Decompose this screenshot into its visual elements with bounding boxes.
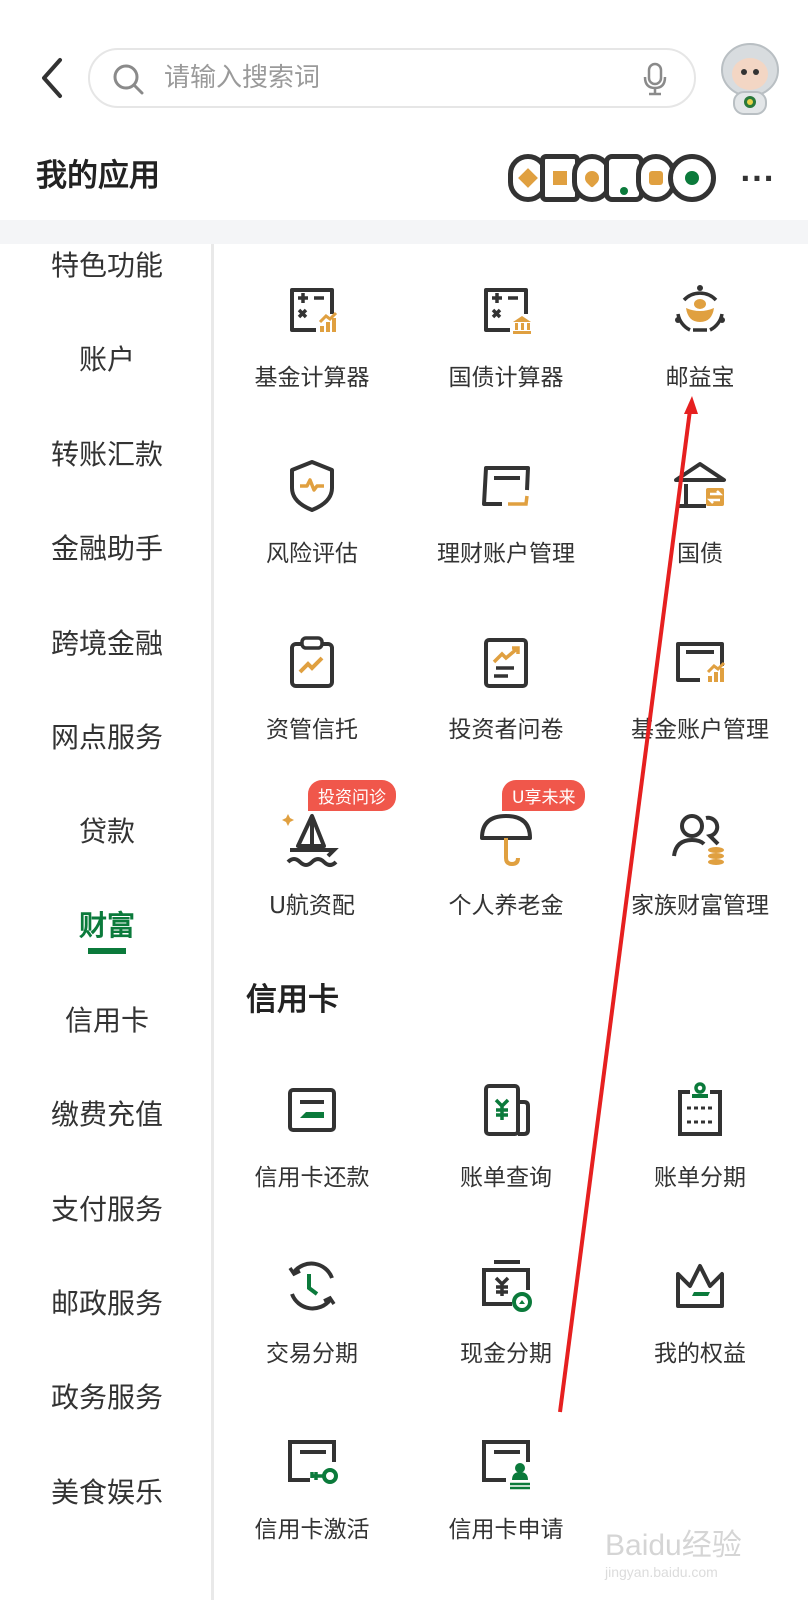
sidebar-item-postal-service[interactable]: 邮政服务 [50,1287,163,1320]
search-icon [113,64,144,95]
bill-query-icon [476,1080,536,1140]
app-personal-pension[interactable]: U享未来 个人养老金 [408,780,604,920]
my-apps-shortcuts[interactable] [508,152,716,204]
bank-exchange-icon [670,456,730,516]
category-sidebar: 特色功能 账户 转账汇款 金融助手 跨境金融 网点服务 贷款 财富 信用卡 缴费… [0,244,214,1600]
crown-icon [670,1256,730,1316]
app-bill-installment[interactable]: 账单分期 [602,1080,798,1192]
top-bar [0,0,808,140]
my-apps-title: 我的应用 [36,158,160,194]
app-treasury-bond[interactable]: 国债 [602,456,798,568]
chevron-left-icon [42,58,62,98]
bill-installment-icon [670,1080,730,1140]
app-u-hang-allocation[interactable]: 投资问诊 U航资配 [214,780,410,920]
clipboard-chart-icon [282,632,342,692]
sailboat-icon: 投资问诊 [282,780,396,868]
app-card-application[interactable]: 信用卡申请 [408,1432,604,1544]
app-bill-query[interactable]: 账单查询 [408,1080,604,1192]
my-apps-bar: 我的应用 ··· [0,140,808,220]
section-divider [0,220,808,244]
back-button[interactable] [36,56,68,100]
sidebar-item-transfer[interactable]: 转账汇款 [50,438,163,471]
robot-avatar-icon [721,43,779,115]
sidebar-item-wealth[interactable]: 财富 [0,904,214,954]
app-youyibao[interactable]: 邮益宝 [602,280,798,392]
sidebar-item-branch-service[interactable]: 网点服务 [50,721,163,754]
bond-calculator-icon [476,280,536,340]
microphone-icon[interactable] [642,62,668,96]
sidebar-item-food-entertainment[interactable]: 美食娱乐 [50,1476,163,1509]
card-activate-icon [282,1432,342,1492]
card-repay-icon [282,1080,342,1140]
section-title-credit-card: 信用卡 [246,982,339,1018]
app-my-benefits[interactable]: 我的权益 [602,1256,798,1368]
sidebar-item-finance-assistant[interactable]: 金融助手 [50,532,163,565]
baidu-watermark: Baidu经验 jingyan.baidu.com [605,1529,742,1580]
sidebar-item-features[interactable]: 特色功能 [50,249,163,282]
umbrella-icon: U享未来 [476,780,586,868]
gold-ingot-icon [670,280,730,340]
fund-calculator-icon [282,280,342,340]
transaction-installment-icon [282,1256,342,1316]
badge-u-future: U享未来 [502,780,586,811]
app-grid: 基金计算器 国债计算器 邮益宝 风险评估 理财账户管理 国债 资管信托 投资者问… [214,244,808,1600]
app-wealth-account-management[interactable]: 理财账户管理 [408,456,604,568]
app-cash-installment[interactable]: 现金分期 [408,1256,604,1368]
app-transaction-installment[interactable]: 交易分期 [214,1256,410,1368]
app-asset-trust[interactable]: 资管信托 [214,632,410,744]
sidebar-item-loans[interactable]: 贷款 [78,815,135,848]
sidebar-item-bill-payment[interactable]: 缴费充值 [50,1098,163,1131]
family-wealth-icon [670,808,730,868]
app-risk-assessment[interactable]: 风险评估 [214,456,410,568]
sidebar-item-government-service[interactable]: 政务服务 [50,1381,163,1414]
card-icon[interactable] [604,154,644,202]
active-indicator [88,948,126,954]
sidebar-item-payment-service[interactable]: 支付服务 [50,1193,163,1226]
sidebar-item-account[interactable]: 账户 [78,343,135,376]
app-fund-calculator[interactable]: 基金计算器 [214,280,410,392]
app-investor-questionnaire[interactable]: 投资者问卷 [408,632,604,744]
app-card-repayment[interactable]: 信用卡还款 [214,1080,410,1192]
app-family-wealth[interactable]: 家族财富管理 [602,808,798,920]
app-bond-calculator[interactable]: 国债计算器 [408,280,604,392]
cash-installment-icon [476,1256,536,1316]
app-fund-account-management[interactable]: 基金账户管理 [602,632,798,744]
fund-account-icon [670,632,730,692]
sidebar-item-cross-border[interactable]: 跨境金融 [50,627,163,660]
hexagon-icon[interactable] [668,154,716,202]
search-bar[interactable] [88,48,696,108]
app-card-activation[interactable]: 信用卡激活 [214,1432,410,1544]
search-input[interactable] [164,58,604,98]
assistant-avatar[interactable] [716,40,784,118]
card-apply-icon [476,1432,536,1492]
shield-pulse-icon [282,456,342,516]
badge-investment-consult: 投资问诊 [308,780,396,811]
more-button[interactable]: ··· [740,162,775,195]
questionnaire-icon [476,632,536,692]
wealth-account-icon [476,456,536,516]
sidebar-item-credit-card[interactable]: 信用卡 [64,1004,149,1037]
